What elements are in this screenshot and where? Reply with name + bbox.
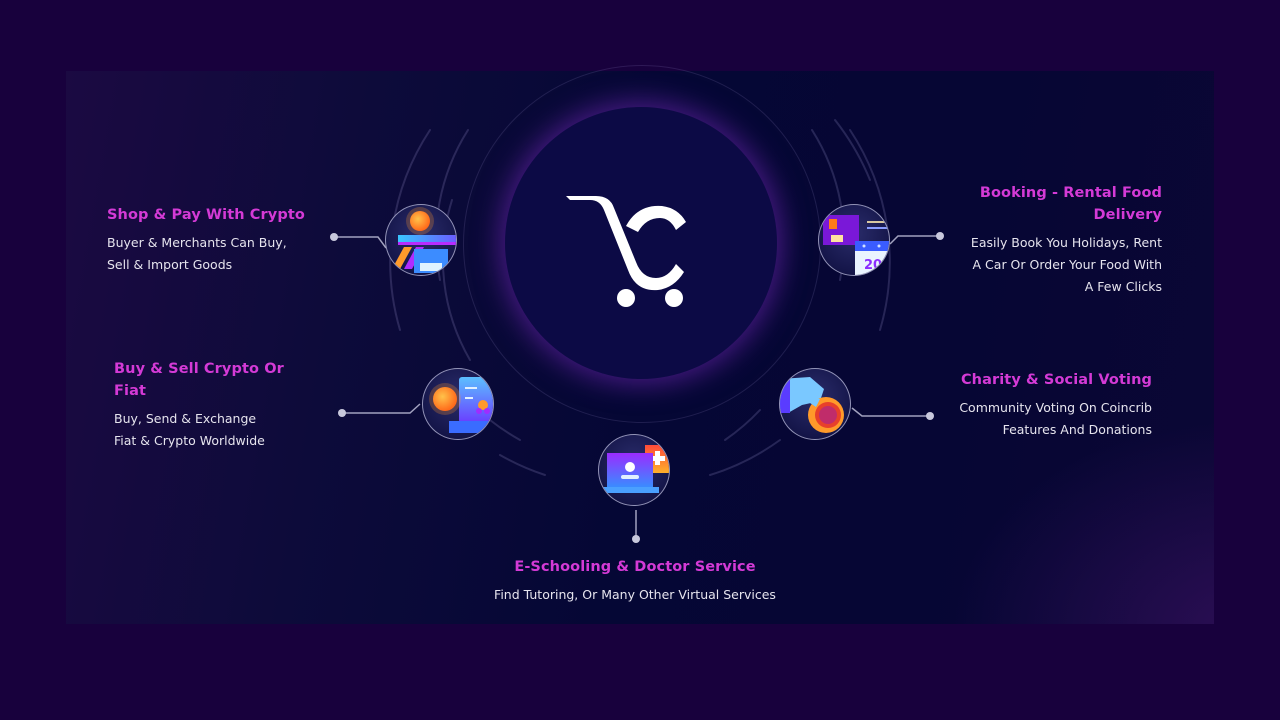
feature-desc-charity: Community Voting On Coincrib Features An…: [959, 400, 1152, 437]
buy-sell-node[interactable]: [422, 368, 494, 440]
feature-desc-buy-sell: Buy, Send & Exchange Fiat & Crypto World…: [114, 411, 265, 448]
coin-certificate-icon: [429, 377, 493, 433]
eschool-node[interactable]: [598, 434, 670, 506]
feature-title-buy-sell: Buy & Sell Crypto Or Fiat: [114, 361, 284, 399]
feature-title-shop-pay: Shop & Pay With Crypto: [107, 207, 305, 223]
charity-node[interactable]: [779, 368, 851, 440]
shop-pay-node[interactable]: [385, 204, 457, 276]
feature-desc-eschool: Find Tutoring, Or Many Other Virtual Ser…: [494, 587, 776, 602]
feature-title-charity: Charity & Social Voting: [960, 372, 1152, 388]
feature-title-eschool: E-Schooling & Doctor Service: [514, 559, 756, 575]
core-circle: [505, 107, 777, 379]
laptop-medical-icon: [601, 445, 669, 493]
shop-coin-icon: [392, 207, 456, 273]
feature-desc-shop-pay: Buyer & Merchants Can Buy, Sell & Import…: [107, 235, 287, 272]
hand-coin-icon: [780, 377, 844, 433]
calendar-booking-icon: 20: [823, 215, 889, 275]
feature-desc-booking: Easily Book You Holidays, Rent A Car Or …: [970, 235, 1162, 294]
booking-node[interactable]: 20: [818, 204, 890, 276]
feature-title-booking: Booking - Rental Food Delivery: [979, 185, 1162, 223]
coincrib-logo-icon: [566, 196, 686, 307]
